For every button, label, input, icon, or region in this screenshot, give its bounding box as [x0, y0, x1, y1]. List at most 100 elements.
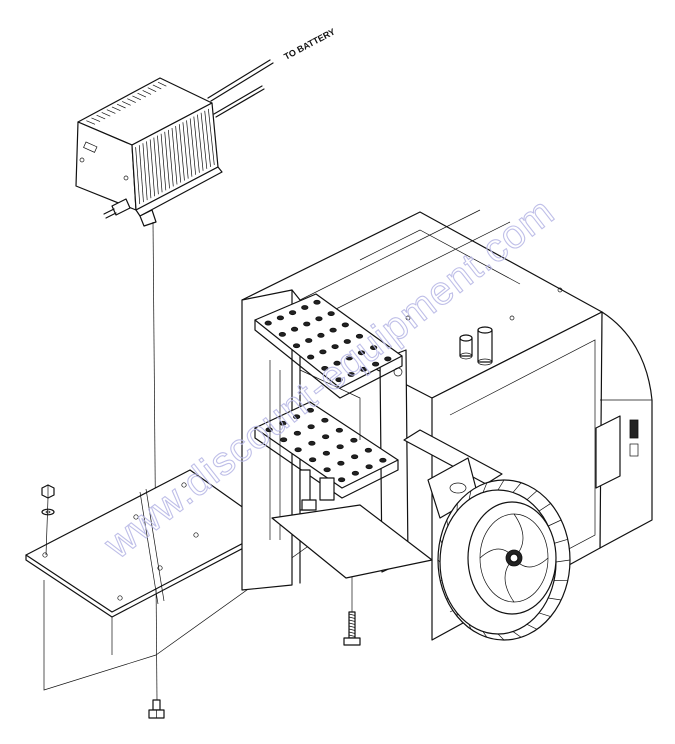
- step-hole: [307, 424, 315, 430]
- step-hole: [336, 444, 344, 450]
- charger-rib: [160, 133, 167, 191]
- thread-mark: [348, 631, 356, 634]
- charger-rib: [186, 120, 193, 177]
- step-hole: [323, 467, 331, 473]
- charger-rib: [193, 116, 200, 173]
- tread-mark: [437, 559, 441, 563]
- charger-rib: [147, 87, 157, 92]
- step-hole: [345, 355, 353, 361]
- step-hole: [264, 320, 272, 326]
- step-hole: [338, 477, 346, 483]
- charger-rib: [146, 141, 152, 199]
- tread-mark: [512, 631, 522, 638]
- charger-unit: [75, 77, 223, 227]
- step-hole: [280, 437, 288, 443]
- step-hole: [329, 327, 337, 333]
- tread-mark: [446, 597, 449, 601]
- tread-mark: [538, 612, 551, 617]
- charger-rib: [200, 112, 208, 169]
- flat-washer-icon: [41, 508, 55, 516]
- step-hole: [321, 417, 329, 423]
- tread-mark: [497, 479, 505, 491]
- step-hole: [347, 372, 355, 377]
- charger-rib: [197, 114, 204, 171]
- step-hole: [331, 344, 339, 350]
- charger-rib: [127, 98, 136, 103]
- charger-rib: [111, 106, 121, 112]
- thread-mark: [348, 634, 356, 637]
- drive-wheel: [437, 479, 571, 641]
- step-hole: [322, 434, 330, 440]
- thread-mark: [348, 628, 356, 631]
- charger-rib: [152, 84, 162, 90]
- battery-cables: [207, 59, 274, 118]
- charger-rib: [101, 112, 111, 117]
- step-hole: [343, 339, 351, 344]
- step-hole: [372, 361, 380, 367]
- tread-mark: [468, 490, 472, 500]
- thread-mark: [348, 625, 356, 628]
- thread-mark: [348, 622, 356, 625]
- cable-gland-icon: [103, 198, 131, 219]
- charger-rib: [142, 90, 152, 95]
- step-hole: [303, 321, 311, 327]
- tread-mark: [512, 482, 522, 493]
- charger-rib: [135, 147, 141, 205]
- hydraulic-post-icon: [459, 326, 493, 366]
- step-hole: [364, 447, 372, 453]
- tread-mark: [555, 559, 571, 563]
- charger-rib: [208, 108, 215, 165]
- charger-rib: [142, 143, 148, 201]
- step-hole: [379, 457, 387, 463]
- charger-rib: [164, 131, 170, 189]
- step-hole: [370, 345, 378, 351]
- charger-rib: [168, 129, 174, 187]
- step-hole: [288, 310, 297, 316]
- tread-mark: [482, 631, 488, 638]
- step-hole: [265, 427, 273, 433]
- step-hole: [359, 366, 368, 372]
- charger-rib: [91, 117, 101, 122]
- thread-mark: [348, 619, 356, 622]
- charger-rib: [189, 118, 196, 175]
- charger-rib: [137, 92, 147, 98]
- assembly-line-nut: [45, 497, 49, 556]
- charger-rib: [175, 126, 182, 183]
- charger-rib: [86, 120, 96, 125]
- step-hole: [276, 315, 284, 321]
- step-hole: [333, 360, 341, 366]
- tread-mark: [538, 503, 551, 512]
- step-hole: [293, 414, 301, 420]
- step-hole: [309, 457, 317, 463]
- step-hole: [313, 299, 321, 305]
- charger-rib: [96, 114, 106, 120]
- step-hole: [384, 356, 392, 362]
- step-hole: [351, 470, 359, 476]
- thread-mark: [348, 613, 356, 616]
- step-hole: [290, 326, 299, 332]
- step-hole: [308, 440, 316, 446]
- charger-rib: [122, 101, 131, 106]
- step-hole: [350, 437, 358, 443]
- charger-rib: [149, 139, 155, 197]
- charger-rib: [157, 135, 163, 193]
- tread-mark: [482, 482, 488, 493]
- hex-bolt-icon: [148, 699, 165, 719]
- step-hole: [335, 427, 343, 433]
- step-hole: [337, 460, 345, 466]
- step-hole: [294, 447, 302, 453]
- charger-rib: [116, 103, 126, 109]
- step-hole: [305, 338, 313, 343]
- step-hole: [322, 450, 330, 456]
- charger-rib: [132, 95, 142, 101]
- step-hole: [321, 365, 329, 371]
- step-hole: [292, 343, 301, 349]
- charger-rib: [182, 122, 189, 179]
- charger-rib: [171, 127, 178, 185]
- tread-mark: [526, 624, 538, 630]
- step-hole: [357, 350, 366, 356]
- assembly-line-charger: [152, 221, 158, 701]
- thread-mark: [348, 616, 356, 619]
- step-hole: [306, 407, 314, 413]
